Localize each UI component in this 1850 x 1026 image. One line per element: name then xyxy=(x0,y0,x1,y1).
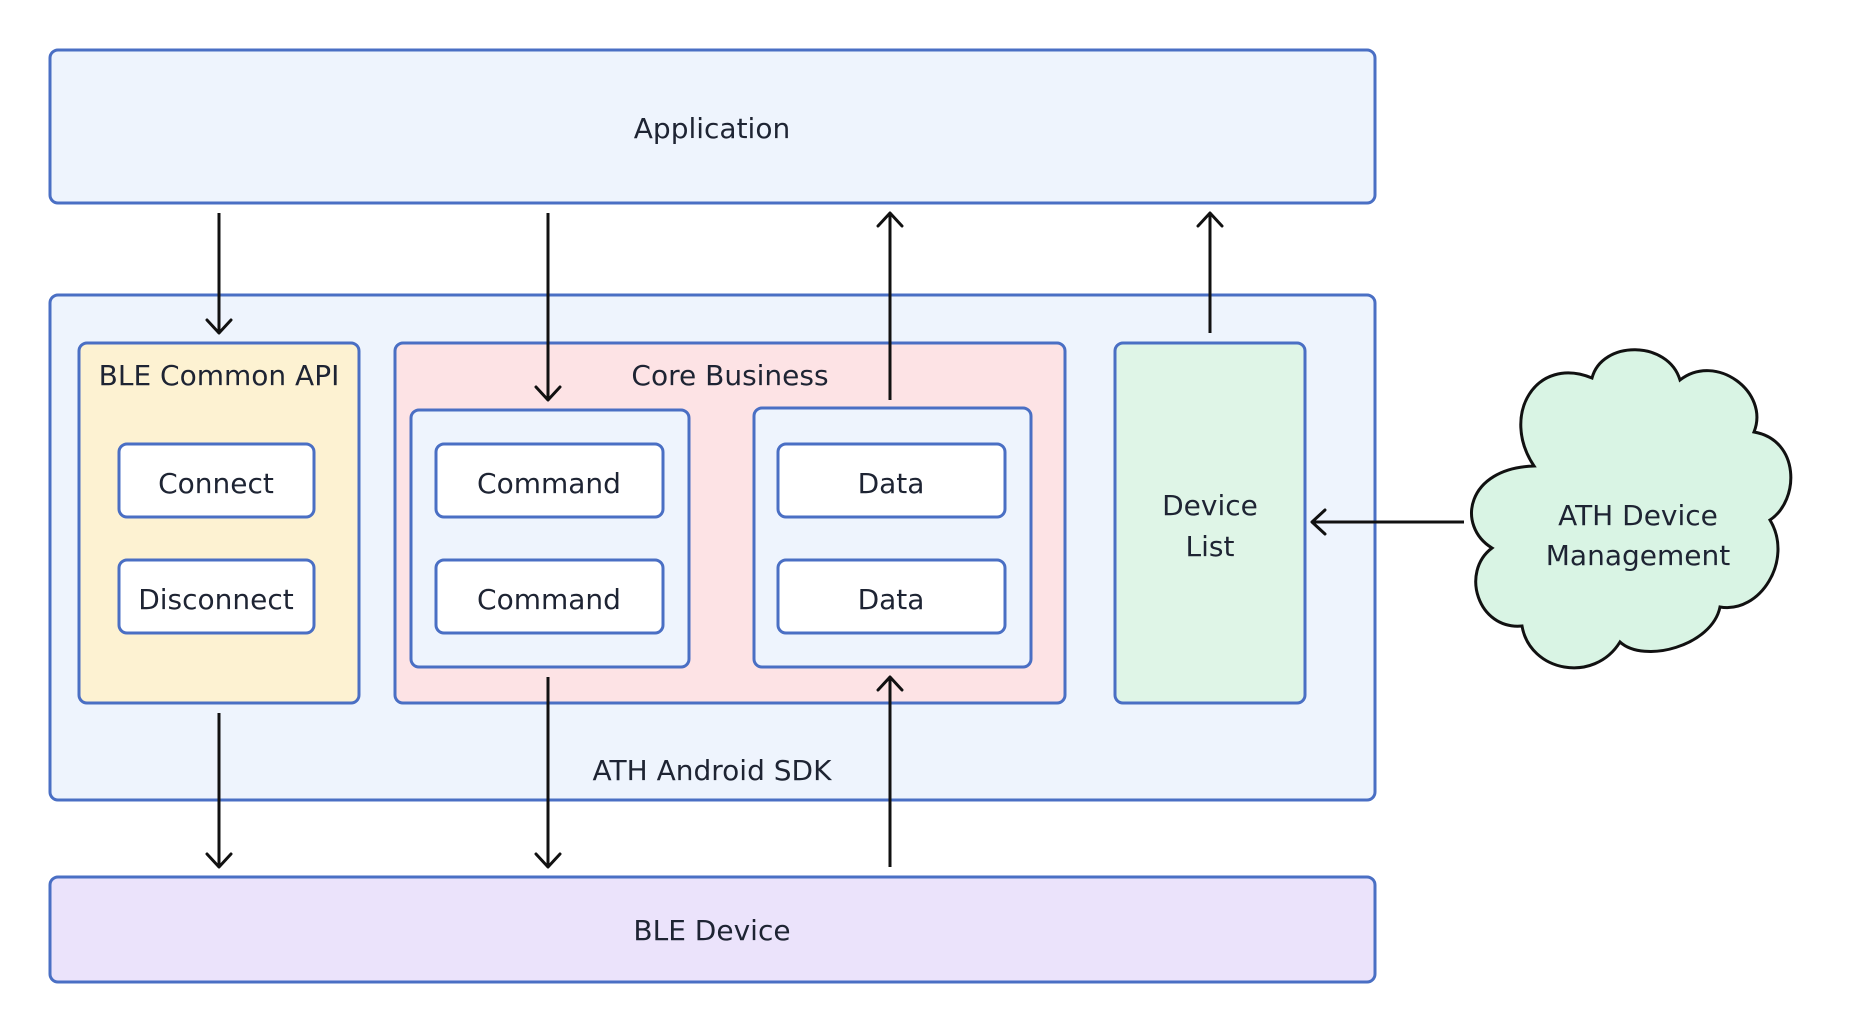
arrows xyxy=(205,211,1464,869)
device-list-module: Device List xyxy=(1113,341,1307,705)
application-label: Application xyxy=(634,112,790,145)
ble-device-layer: BLE Device xyxy=(48,875,1377,984)
arrow-command-to-ble-device xyxy=(534,677,562,869)
cloud-label-line2: Management xyxy=(1546,539,1730,572)
arrow-cloud-to-device-list xyxy=(1310,508,1464,536)
data-label-2: Data xyxy=(858,583,925,616)
ble-common-api-title: BLE Common API xyxy=(99,359,340,392)
cloud-icon xyxy=(1470,348,1793,670)
arrow-app-to-ble-api xyxy=(205,213,233,335)
arrow-data-to-app xyxy=(876,211,904,400)
command-label-1: Command xyxy=(477,467,621,500)
application-layer: Application xyxy=(48,48,1377,205)
arrow-ble-api-to-ble-device xyxy=(205,713,233,869)
ble-device-label: BLE Device xyxy=(633,914,790,947)
command-label-2: Command xyxy=(477,583,621,616)
data-box-2 xyxy=(776,558,1007,635)
device-list-label-line2: List xyxy=(1186,530,1235,563)
ath-device-management-cloud: ATH Device Management xyxy=(1470,348,1793,670)
connect-box xyxy=(117,442,316,519)
arrow-app-to-command xyxy=(534,213,562,402)
core-business-title: Core Business xyxy=(631,359,828,392)
ble-device-box xyxy=(48,875,1377,984)
command-box-1 xyxy=(434,442,665,519)
sdk-label: ATH Android SDK xyxy=(593,754,833,787)
data-label-1: Data xyxy=(858,467,925,500)
arrow-ble-device-to-data xyxy=(876,675,904,867)
ble-common-api-module: BLE Common API Connect Disconnect xyxy=(77,341,361,705)
device-list-label-line1: Device xyxy=(1162,489,1258,522)
device-list-box xyxy=(1113,341,1307,705)
data-box-1 xyxy=(776,442,1007,519)
arrow-device-list-to-app xyxy=(1196,211,1224,333)
cloud-label-line1: ATH Device xyxy=(1558,499,1718,532)
core-business-module: Core Business Command Command Data Data xyxy=(393,341,1067,705)
disconnect-box xyxy=(117,558,316,635)
ble-common-api-box xyxy=(77,341,361,705)
connect-label: Connect xyxy=(158,467,274,500)
application-box xyxy=(48,48,1377,205)
command-box-2 xyxy=(434,558,665,635)
disconnect-label: Disconnect xyxy=(138,583,294,616)
